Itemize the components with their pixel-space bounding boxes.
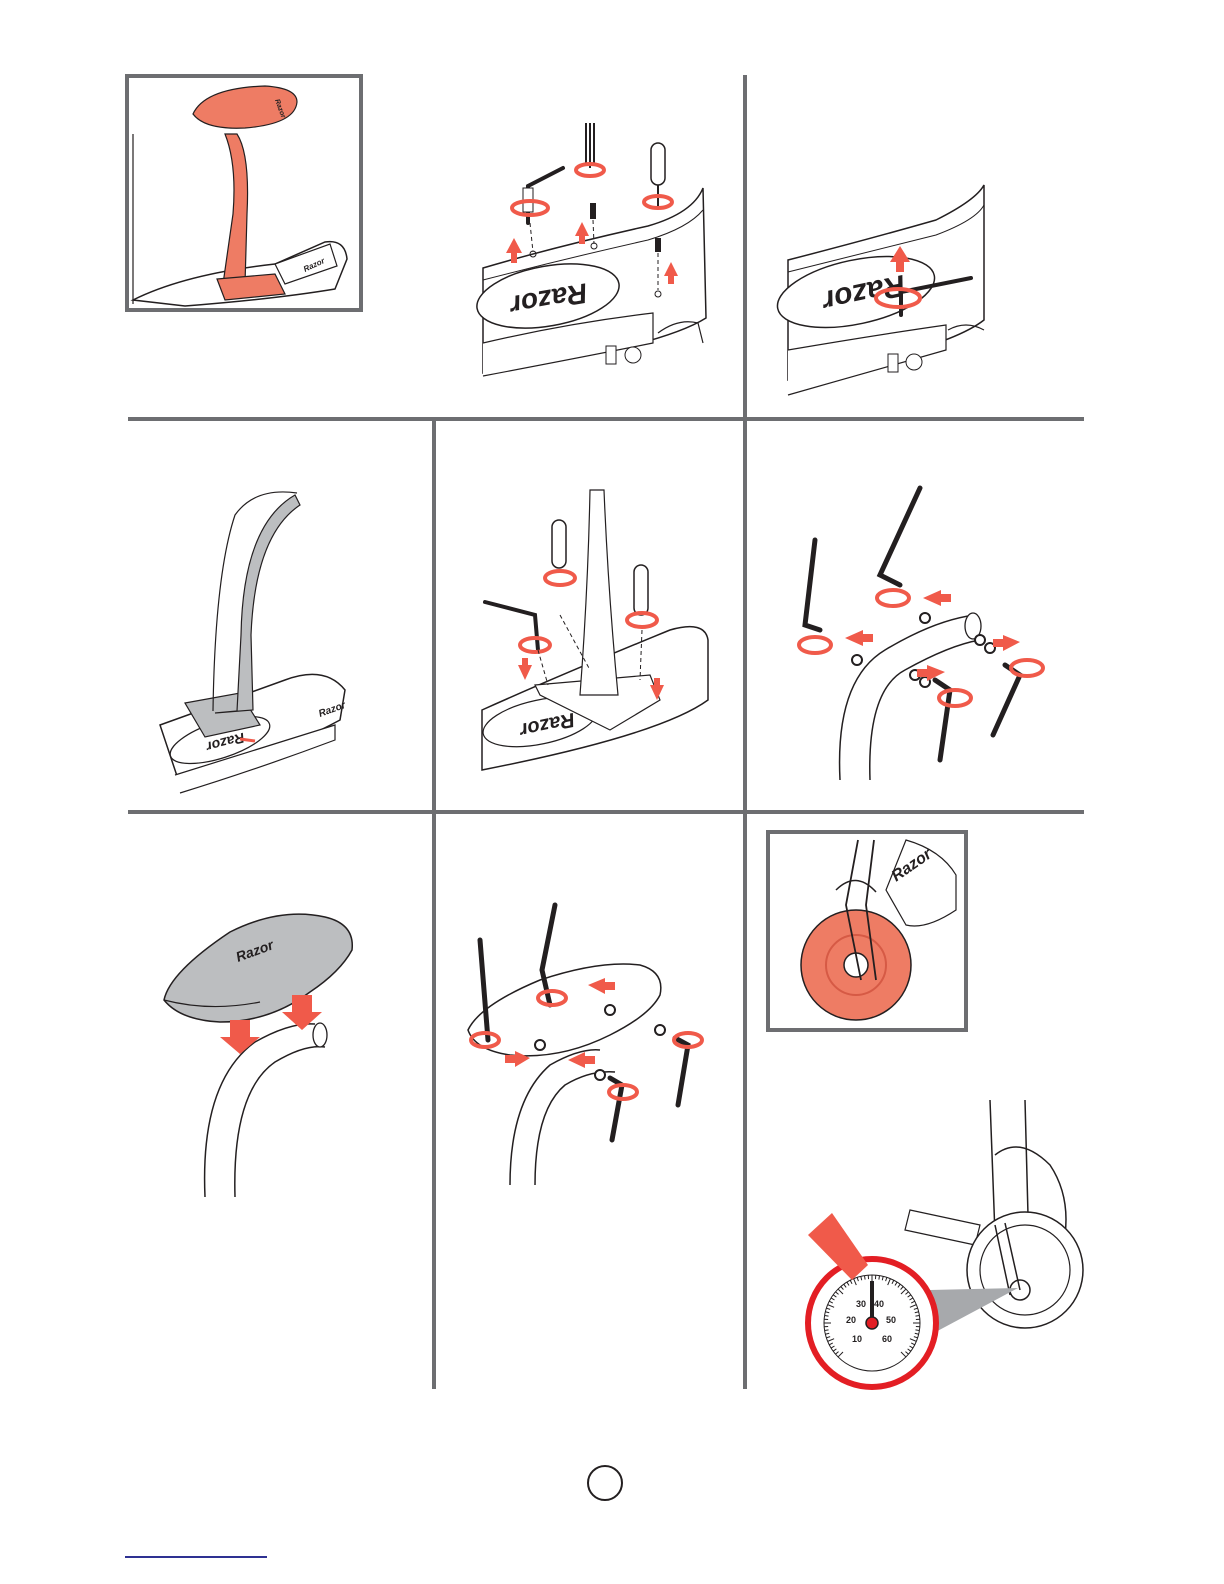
divider-vertical-top xyxy=(743,75,747,418)
gauge-tick-20: 20 xyxy=(846,1315,856,1325)
divider-vertical-mid-right xyxy=(743,421,747,1389)
step-1-seat-overview: Razor Razor xyxy=(125,74,363,312)
gauge-tick-mark xyxy=(825,1330,829,1331)
gauge-tick-mark xyxy=(864,1276,865,1280)
footer-link-underline[interactable] xyxy=(125,1556,267,1558)
gauge-tick-30: 30 xyxy=(856,1299,866,1309)
screwdriver-icon xyxy=(586,123,594,168)
rotate-arrow-icon-3 xyxy=(939,690,971,706)
step-6-clamp-bolts xyxy=(775,480,1055,780)
allen-key-icon xyxy=(805,540,820,630)
rotate-arrow-icon xyxy=(545,571,575,585)
step-9-front-wheel: Razor xyxy=(766,830,968,1032)
gauge-hub xyxy=(866,1317,878,1329)
arrow-left-icon xyxy=(845,630,873,646)
gauge-tick-40: 40 xyxy=(874,1299,884,1309)
screwdriver-icon-2 xyxy=(651,143,665,185)
rotate-arrow-icon-2 xyxy=(576,164,604,176)
step-7-place-seat: Razor xyxy=(160,912,360,1202)
step-5-fasten-seat-post: Razor xyxy=(480,490,710,775)
seat-post xyxy=(580,490,618,695)
rotate-arrow-icon-4 xyxy=(1011,660,1043,676)
front-tire xyxy=(967,1212,1083,1328)
arrow-left-icon-2 xyxy=(923,590,951,606)
step-9-tire-pressure: 10 20 30 40 50 60 xyxy=(800,1095,1085,1390)
gauge-tick-mark xyxy=(915,1330,919,1331)
arrow-down-icon xyxy=(220,1020,260,1054)
allen-key-icon-2 xyxy=(880,488,920,585)
divider-vertical-mid-left xyxy=(432,421,436,1389)
gauge-tick-10: 10 xyxy=(852,1334,862,1344)
gauge-tick-mark xyxy=(915,1315,919,1316)
arrow-right-icon xyxy=(993,635,1020,651)
screwdriver-icon-2 xyxy=(634,565,648,615)
allen-key-icon xyxy=(485,602,538,650)
divider-horizontal-1 xyxy=(128,417,1084,421)
screwdriver-icon xyxy=(552,520,566,568)
step-8-fasten-seat xyxy=(460,900,710,1185)
page-number-circle xyxy=(587,1465,623,1501)
gauge-tick-60: 60 xyxy=(882,1334,892,1344)
arrow-down-icon xyxy=(518,658,532,680)
step-2-remove-screws: Razor xyxy=(478,118,708,408)
rotate-arrow-icon xyxy=(799,637,831,653)
divider-horizontal-2 xyxy=(128,810,1084,814)
gauge-tick-50: 50 xyxy=(886,1315,896,1325)
step-4-place-seat-post: Razor Razor xyxy=(155,485,355,797)
arrow-right-icon xyxy=(240,739,255,741)
gauge-tick-mark xyxy=(879,1276,880,1280)
gauge-tick-mark xyxy=(825,1315,829,1316)
rotate-arrow-icon-2 xyxy=(877,590,909,606)
rotate-arrow-icon-3 xyxy=(520,638,550,652)
step-3-remove-bolt: Razor xyxy=(786,180,986,410)
